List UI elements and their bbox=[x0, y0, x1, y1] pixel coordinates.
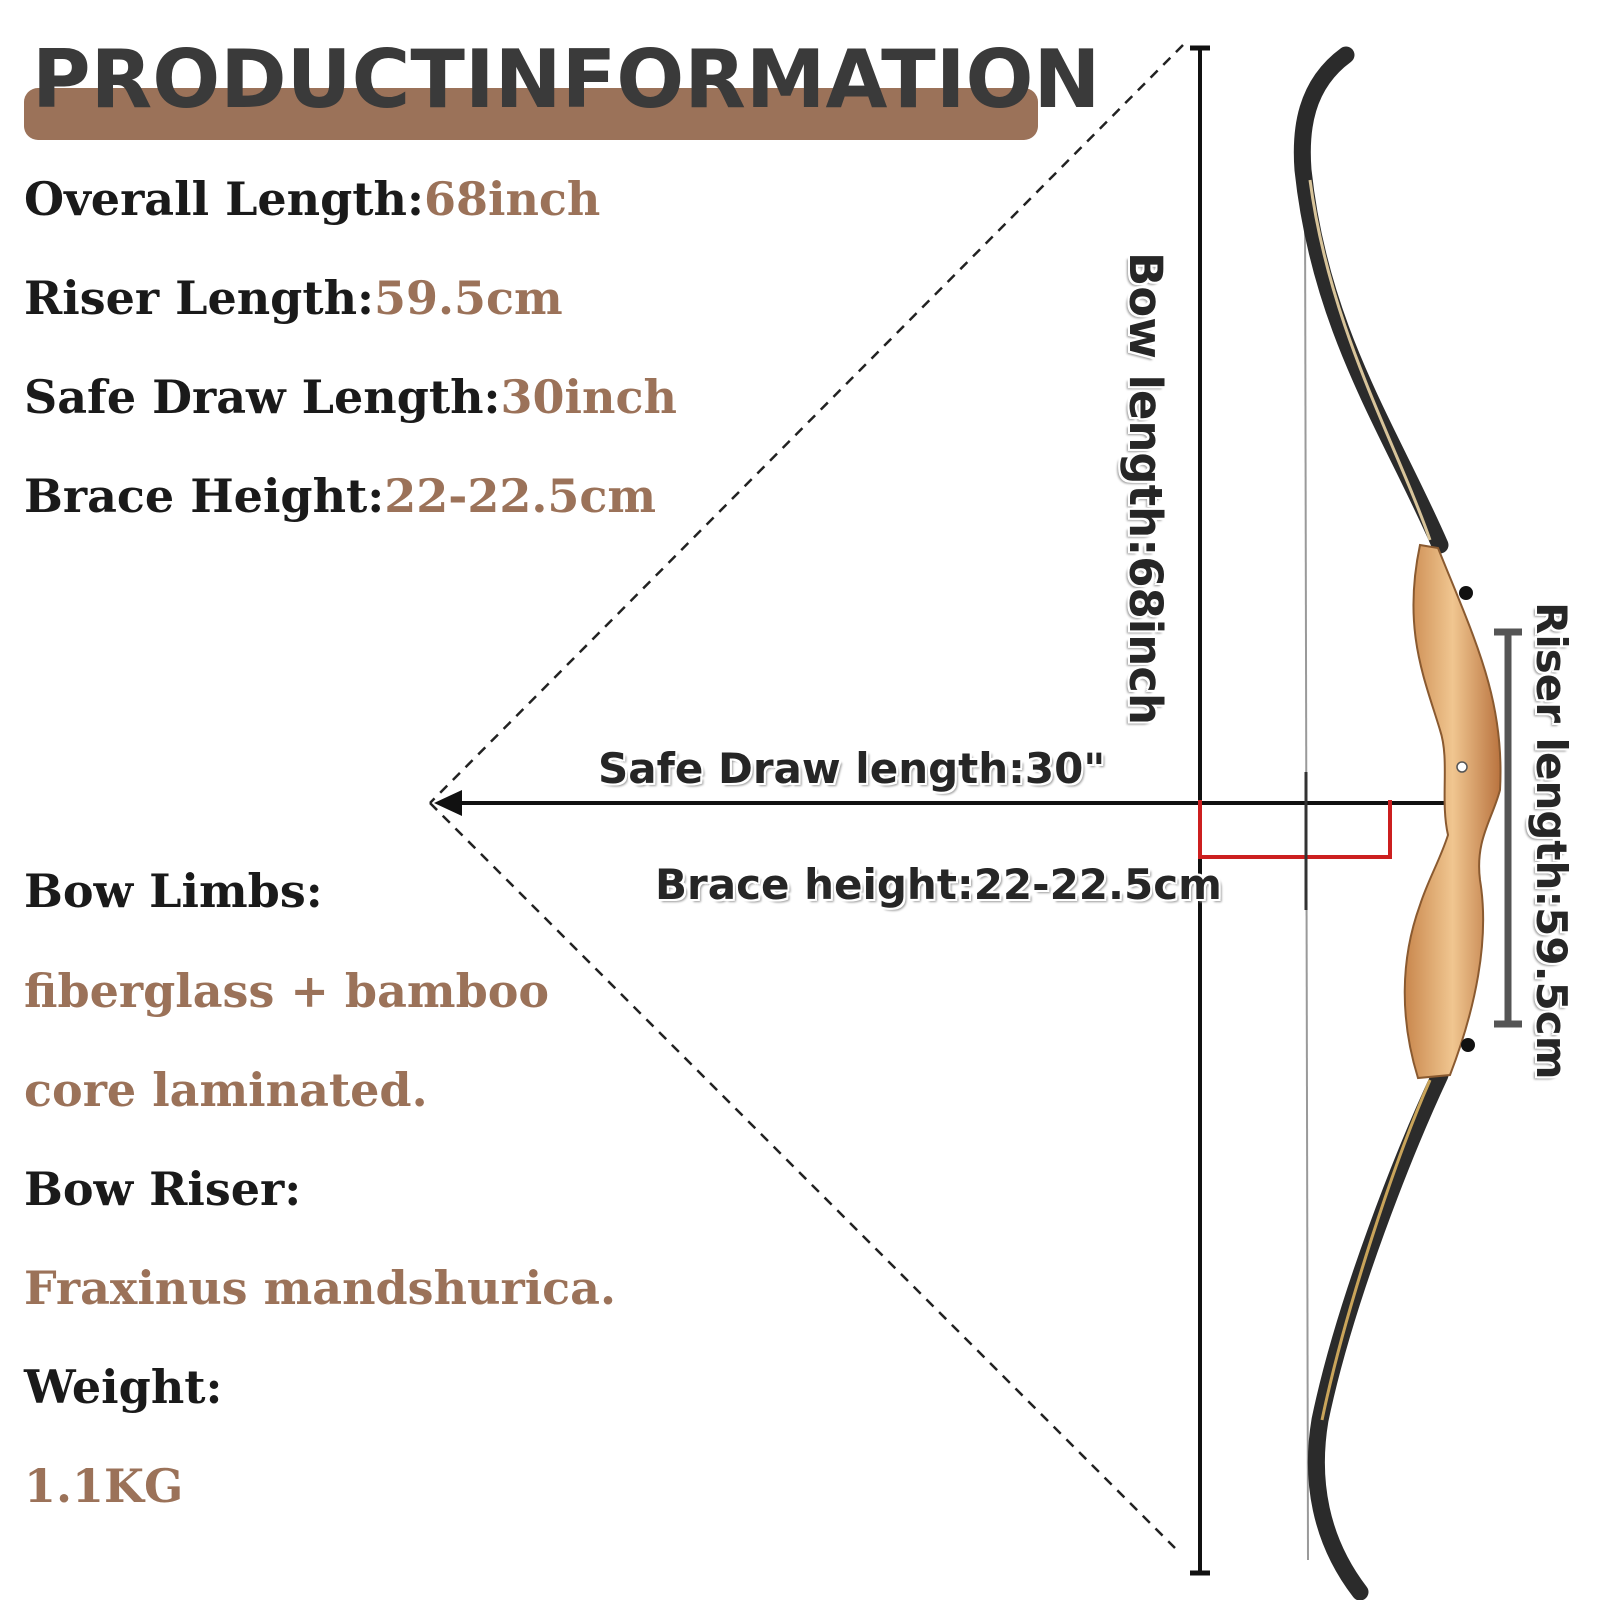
limbs-label: Bow Limbs: bbox=[24, 864, 323, 918]
spec-overall-length: Overall Length:68inch bbox=[24, 176, 600, 222]
weight-label: Weight: bbox=[24, 1360, 223, 1414]
riser-label: Bow Riser: bbox=[24, 1162, 302, 1216]
spec-riser-length: Riser Length:59.5cm bbox=[24, 275, 563, 321]
riser-length-annotation: Riser length:59.5cm bbox=[1527, 602, 1576, 1080]
arrow-rest bbox=[1456, 761, 1468, 773]
spec-label: Safe Draw Length: bbox=[24, 370, 501, 424]
bow-length-annotation: Bow length:68inch bbox=[1119, 252, 1172, 725]
dashed-guide-lower bbox=[429, 802, 1176, 1549]
safe-draw-arrow bbox=[434, 790, 1462, 816]
spec-label: Brace Height: bbox=[24, 469, 385, 523]
dashed-guide-upper bbox=[429, 44, 1184, 804]
lower-limb bbox=[1307, 1066, 1449, 1600]
spec-label: Riser Length: bbox=[24, 271, 375, 325]
limbs-material-line-2: core laminated. bbox=[24, 1063, 428, 1117]
page-title: PRODUCTINFORMATION bbox=[32, 33, 1101, 126]
riser-length-dimension-line bbox=[1494, 628, 1522, 1028]
spec-value: 22-22.5cm bbox=[384, 469, 657, 523]
brace-height-bracket bbox=[1198, 800, 1392, 859]
title-highlight-bar bbox=[24, 88, 1038, 140]
limb-bolt-upper bbox=[1459, 586, 1473, 600]
bow-riser bbox=[1403, 543, 1502, 1080]
spec-label: Overall Length: bbox=[24, 172, 424, 226]
spec-safe-draw-length: Safe Draw Length:30inch bbox=[24, 374, 677, 420]
riser-material: Fraxinus mandshurica. bbox=[24, 1261, 617, 1315]
limb-bolt-lower bbox=[1461, 1038, 1475, 1052]
safe-draw-annotation: Safe Draw length:30" bbox=[598, 744, 1106, 793]
spec-value: 68inch bbox=[423, 172, 601, 226]
brace-height-annotation: Brace height:22-22.5cm bbox=[655, 860, 1222, 909]
weight-value: 1.1KG bbox=[24, 1459, 184, 1513]
spec-value: 59.5cm bbox=[374, 271, 563, 325]
upper-limb bbox=[1293, 46, 1449, 554]
spec-brace-height: Brace Height:22-22.5cm bbox=[24, 473, 656, 519]
spec-value: 30inch bbox=[500, 370, 677, 424]
limbs-material-line-1: fiberglass + bamboo bbox=[24, 964, 550, 1018]
